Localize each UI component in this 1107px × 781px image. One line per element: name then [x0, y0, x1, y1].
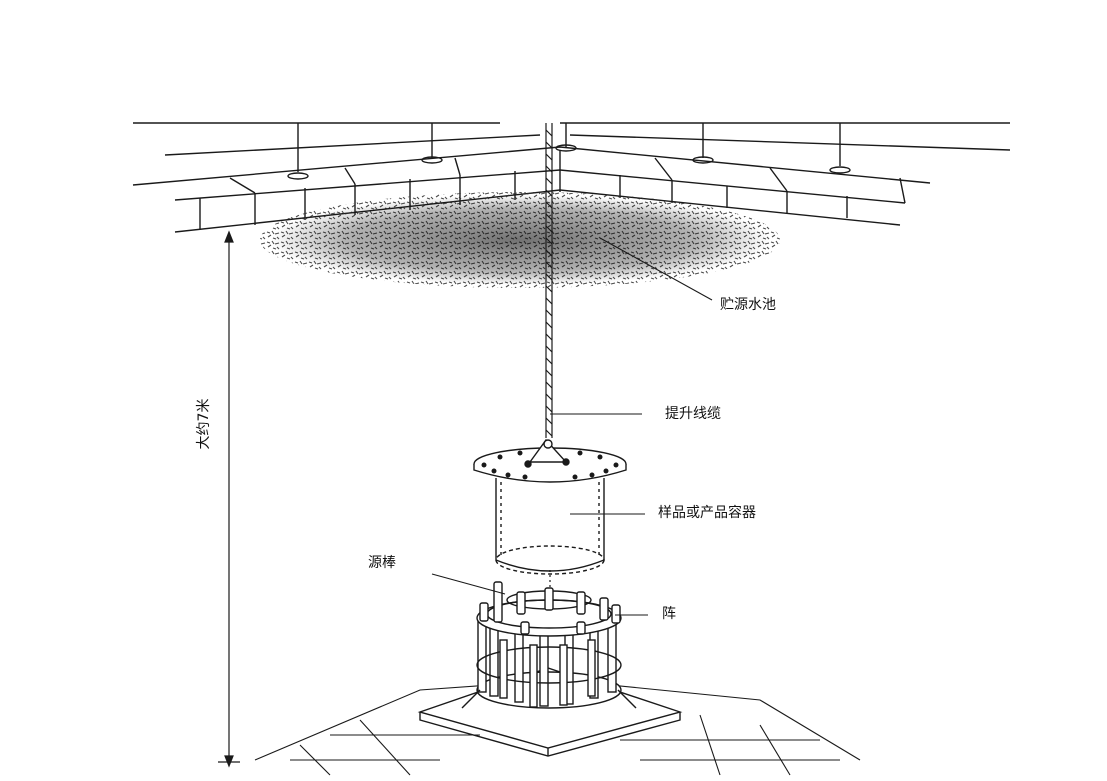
- label-depth: 大约7米: [196, 398, 212, 450]
- sample-container: [473, 438, 627, 575]
- label-rack: 阵: [662, 606, 676, 622]
- leader-rod: [431, 573, 506, 595]
- label-pool: 贮源水池: [720, 297, 776, 313]
- source-rack: [461, 581, 637, 709]
- pool-water: [260, 192, 780, 288]
- pool-edge: [132, 122, 1011, 233]
- leader-lines: [431, 237, 713, 616]
- hoist-cable: [545, 123, 553, 590]
- leader-pool: [599, 237, 713, 301]
- depth-dimension: [218, 230, 240, 768]
- label-container: 样品或产品容器: [658, 505, 756, 521]
- label-cable: 提升线缆: [665, 406, 721, 422]
- label-rod: 源棒: [368, 555, 396, 571]
